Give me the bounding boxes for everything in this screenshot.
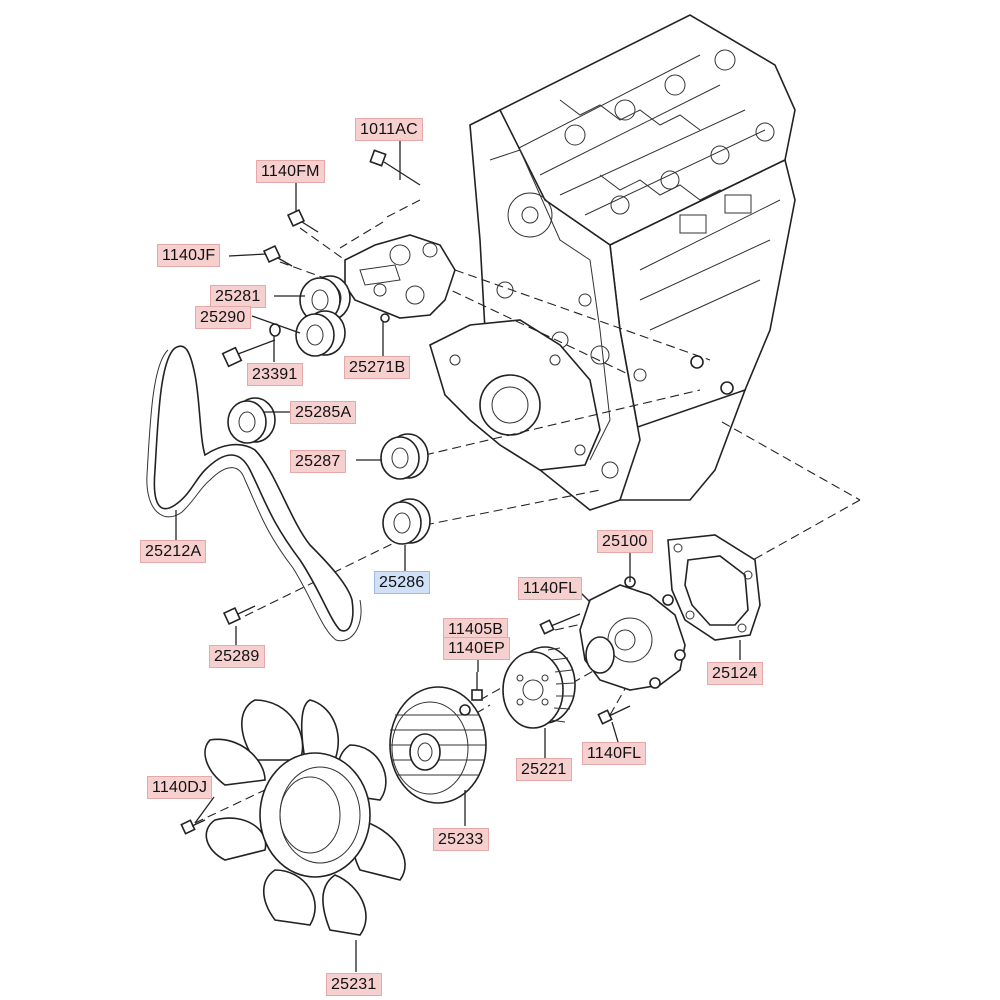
part-label-11405B[interactable]: 11405B — [443, 618, 509, 641]
part-label-1140JF[interactable]: 1140JF — [157, 244, 221, 267]
part-label-23391[interactable]: 23391 — [247, 363, 303, 386]
part-label-1140FL-bottom[interactable]: 1140FL — [582, 742, 647, 765]
part-label-1011AC[interactable]: 1011AC — [355, 118, 423, 141]
part-label-25221[interactable]: 25221 — [516, 758, 572, 781]
part-label-25289[interactable]: 25289 — [209, 645, 265, 668]
label-leaders — [175, 140, 741, 972]
part-label-1140FM[interactable]: 1140FM — [256, 160, 325, 183]
cooling-fan — [180, 699, 406, 936]
tensioner-assembly — [221, 149, 456, 368]
part-label-25124[interactable]: 25124 — [707, 662, 763, 685]
part-label-1140EP[interactable]: 1140EP — [443, 637, 510, 660]
part-label-25285A[interactable]: 25285A — [290, 401, 357, 424]
part-label-25271B[interactable]: 25271B — [344, 356, 411, 379]
part-label-25100[interactable]: 25100 — [597, 530, 653, 553]
part-label-25231[interactable]: 25231 — [326, 973, 382, 996]
part-label-1140DJ[interactable]: 1140DJ — [147, 776, 213, 799]
part-label-25290[interactable]: 25290 — [195, 306, 251, 329]
part-label-25233[interactable]: 25233 — [433, 828, 489, 851]
idler-pulleys — [222, 397, 431, 626]
drive-belt — [146, 345, 362, 642]
fan-clutch — [389, 686, 487, 804]
part-label-25281[interactable]: 25281 — [210, 285, 266, 308]
part-label-1140FL-top[interactable]: 1140FL — [518, 577, 583, 600]
water-pump — [539, 534, 761, 725]
part-label-25212A[interactable]: 25212A — [140, 540, 207, 563]
fan-pulley — [471, 646, 576, 729]
part-label-25287[interactable]: 25287 — [290, 450, 346, 473]
part-label-25286[interactable]: 25286 — [374, 571, 430, 594]
engine-block — [429, 14, 796, 511]
